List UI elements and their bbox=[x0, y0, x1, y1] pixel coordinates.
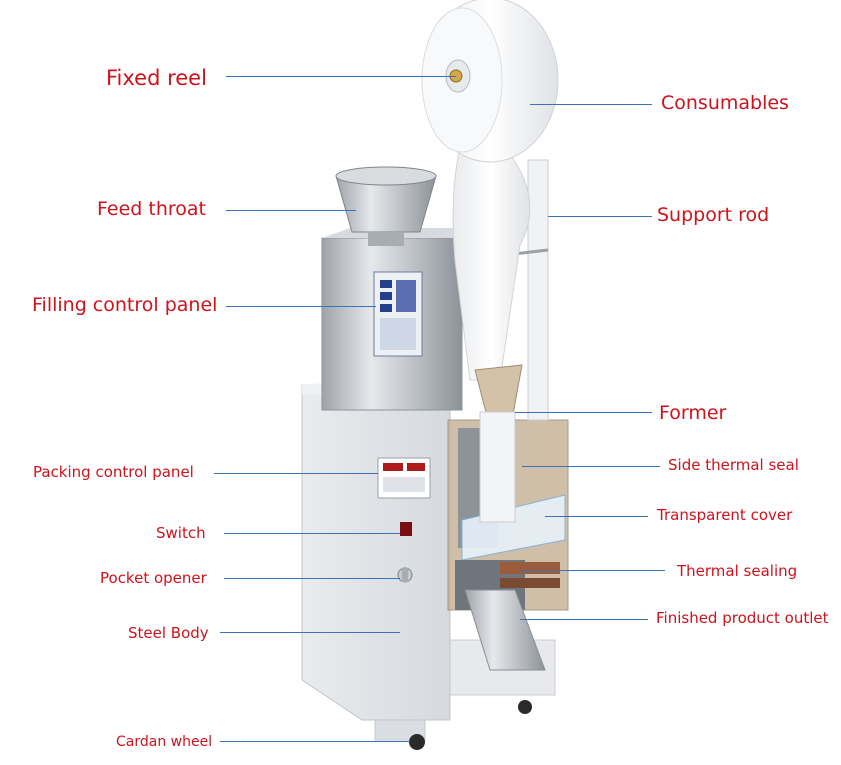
label-finished-product-outlet: Finished product outlet bbox=[656, 609, 829, 627]
leader-former bbox=[515, 412, 652, 413]
label-former: Former bbox=[659, 402, 727, 424]
leader-transparent-cover bbox=[545, 516, 648, 517]
label-side-thermal-seal: Side thermal seal bbox=[668, 456, 799, 474]
cardan-wheel-graphic bbox=[409, 700, 532, 750]
pocket-opener-graphic bbox=[397, 567, 413, 583]
label-cardan-wheel: Cardan wheel bbox=[116, 734, 213, 750]
finished-product-outlet-graphic bbox=[464, 589, 546, 671]
fixed-reel-graphic bbox=[421, 0, 559, 163]
label-filling-control-panel: Filling control panel bbox=[32, 294, 218, 316]
leader-packing-control-panel bbox=[214, 473, 378, 474]
label-thermal-sealing: Thermal sealing bbox=[677, 562, 798, 580]
filling-control-panel-graphic bbox=[373, 271, 423, 357]
label-packing-control-panel: Packing control panel bbox=[33, 463, 194, 481]
thermal-sealing-graphic bbox=[500, 562, 560, 588]
leader-filling-control-panel bbox=[226, 306, 376, 307]
label-switch: Switch bbox=[156, 524, 206, 542]
leader-pocket-opener bbox=[224, 578, 400, 579]
leader-feed-throat bbox=[226, 210, 356, 211]
label-pocket-opener: Pocket opener bbox=[100, 569, 207, 587]
leader-support-rod bbox=[548, 216, 652, 217]
packing-control-panel-graphic bbox=[377, 457, 431, 499]
label-consumables: Consumables bbox=[661, 92, 789, 114]
label-feed-throat: Feed throat bbox=[97, 198, 206, 220]
leader-steel-body bbox=[220, 632, 400, 633]
leader-switch bbox=[224, 533, 400, 534]
label-support-rod: Support rod bbox=[657, 204, 770, 226]
label-fixed-reel: Fixed reel bbox=[106, 66, 207, 90]
leader-cardan-wheel bbox=[220, 741, 410, 742]
former-graphic bbox=[474, 364, 523, 523]
leader-thermal-sealing bbox=[520, 570, 665, 571]
leader-finished-product-outlet bbox=[520, 619, 648, 620]
switch-graphic bbox=[400, 522, 412, 536]
leader-fixed-reel bbox=[226, 76, 456, 77]
label-transparent-cover: Transparent cover bbox=[657, 506, 793, 524]
label-steel-body: Steel Body bbox=[128, 624, 209, 642]
leader-side-thermal-seal bbox=[522, 466, 660, 467]
steel-body-graphic bbox=[301, 380, 451, 721]
leader-consumables bbox=[530, 104, 652, 105]
feed-throat-graphic bbox=[335, 166, 437, 246]
